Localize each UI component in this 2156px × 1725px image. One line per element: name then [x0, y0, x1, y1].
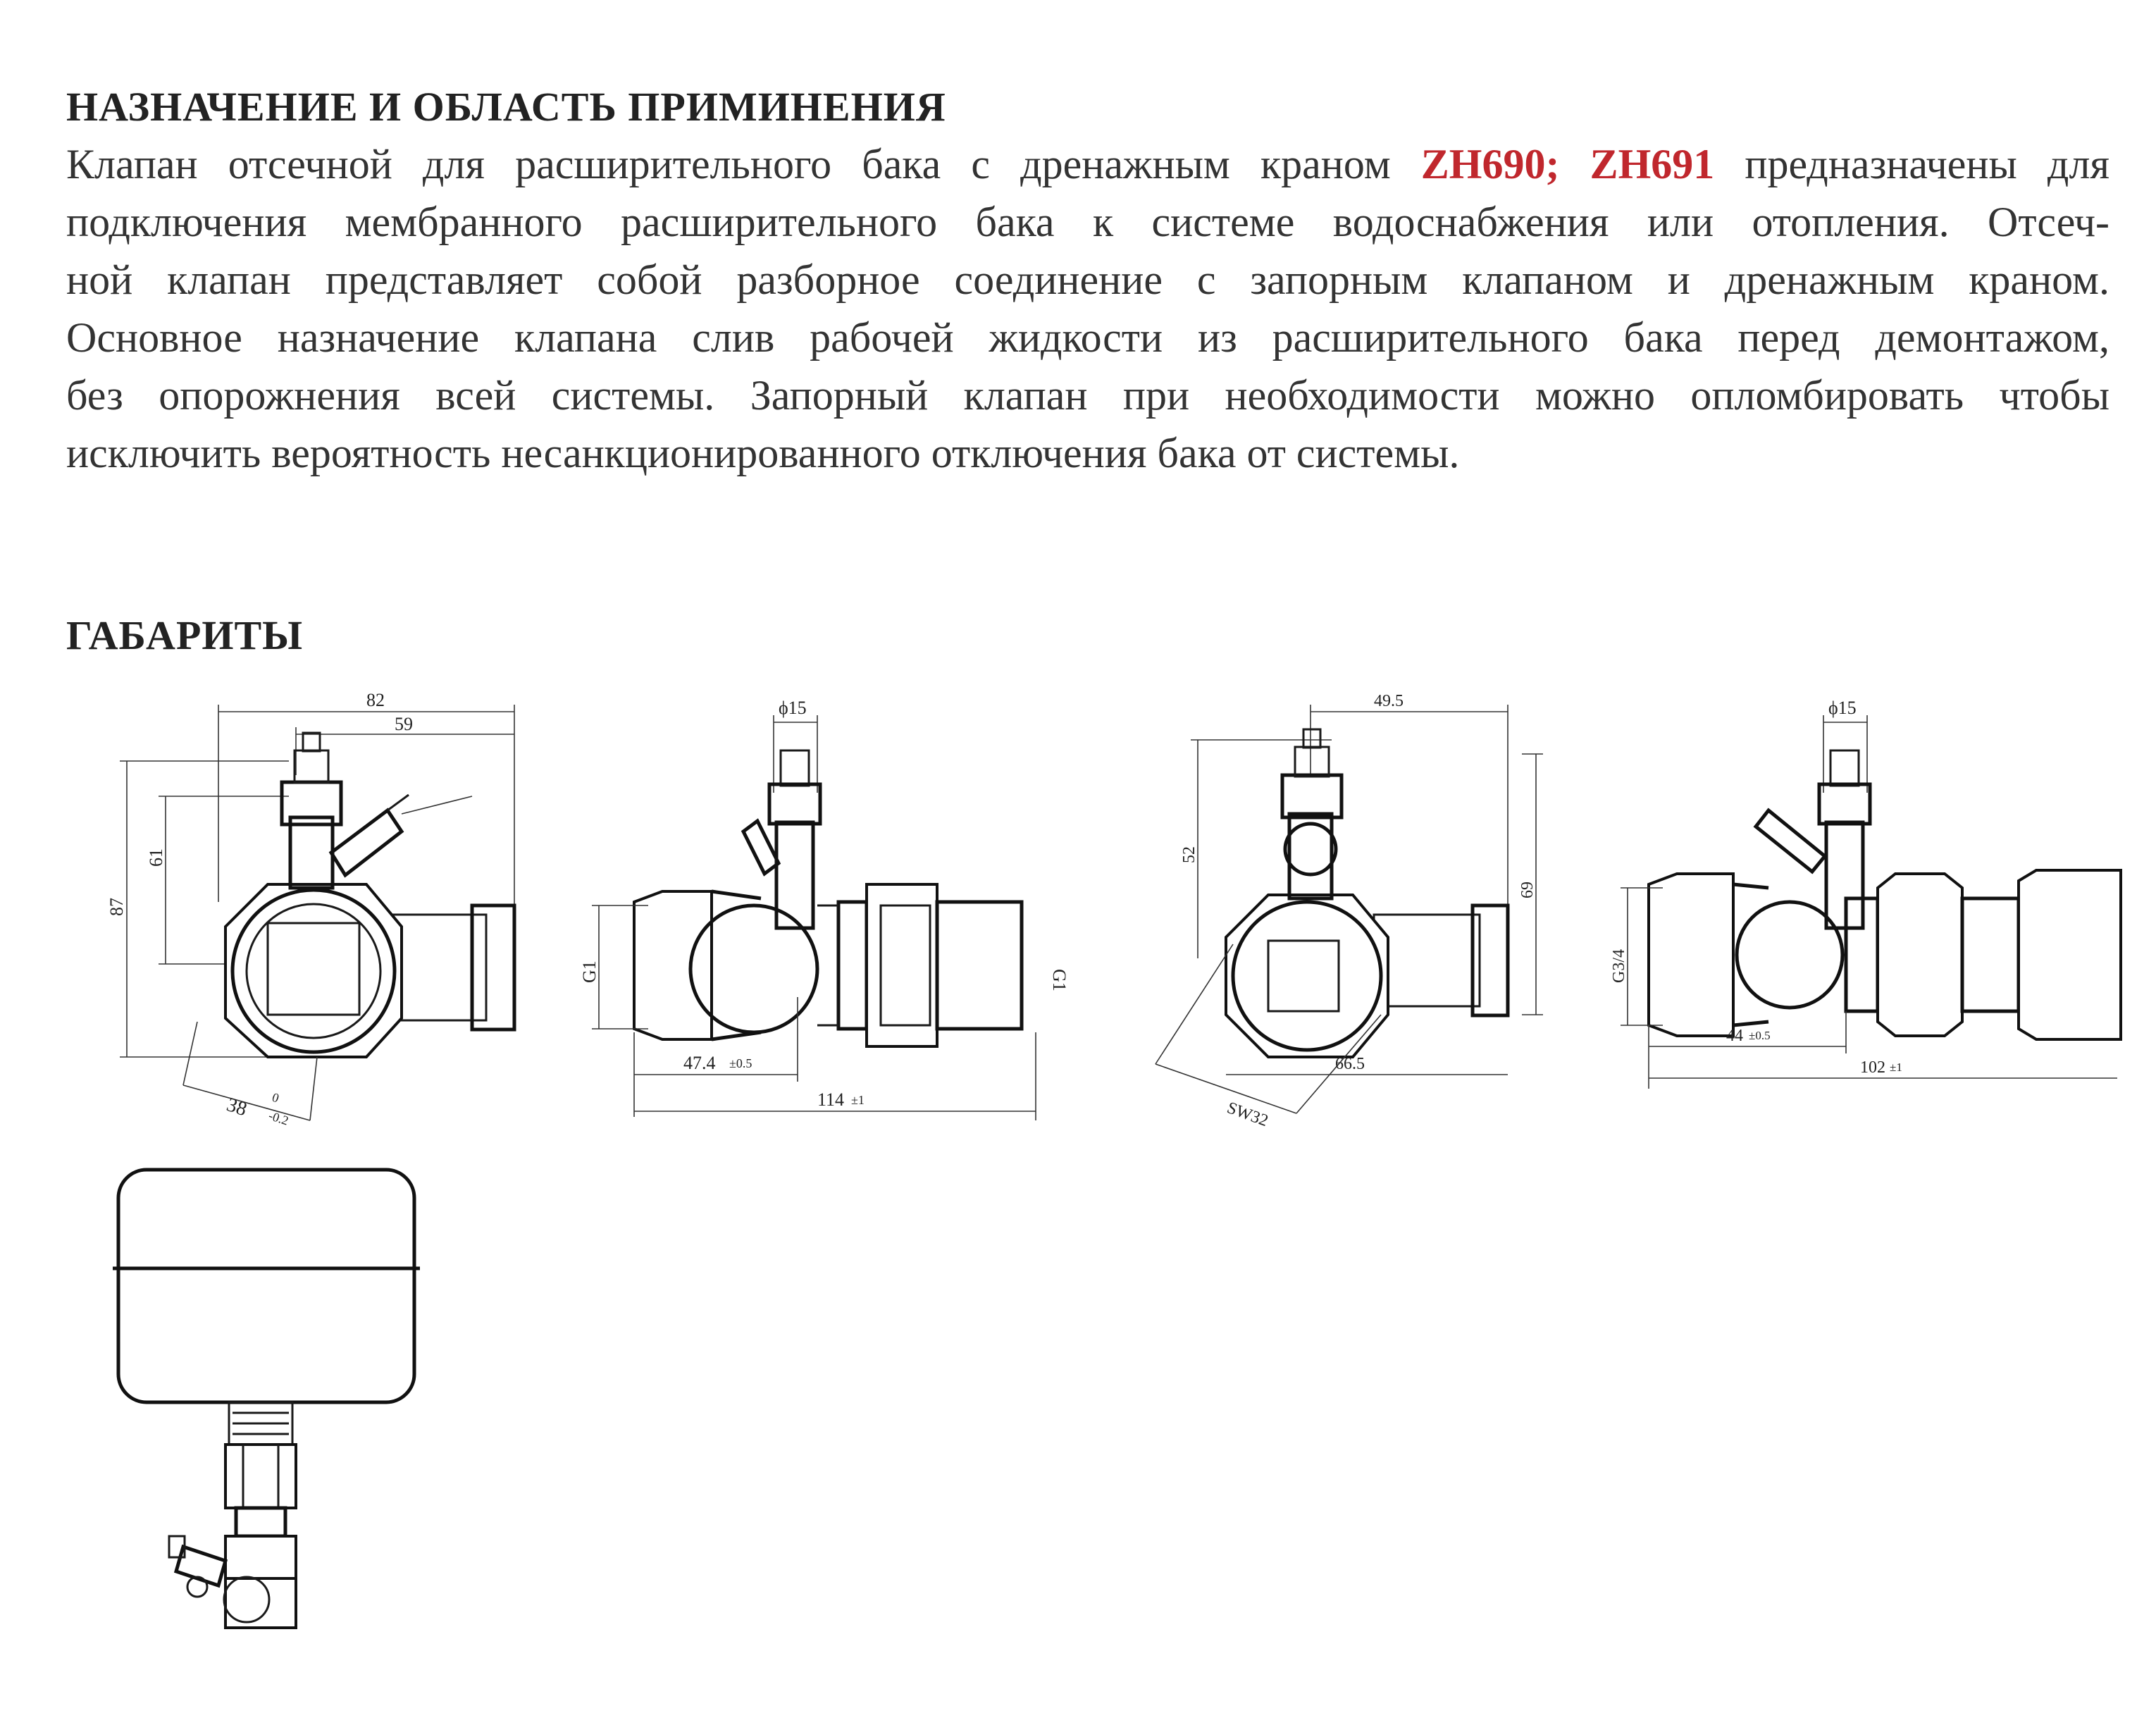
drawing-side-view-g1: ϕ15 G1 G1 47.4 ±0.5 114 ±1: [579, 698, 1070, 1120]
purpose-paragraph: Клапан отсечной для расширительного бака…: [66, 135, 2109, 482]
line-text: Клапан отсечной для расширительного бака…: [66, 141, 1421, 187]
drawing-side-view-g34: ϕ15 G3/4 44 ±0.5 102 ±1: [1610, 698, 2122, 1089]
section-title-dimensions: ГАБАРИТЫ: [66, 612, 304, 658]
dim-g3-4: G3/4: [1610, 949, 1628, 983]
tol-05: ±0.5: [729, 1056, 752, 1070]
paragraph-line: ной клапан представляет собой разборное …: [66, 256, 2109, 303]
dim-66-5: 66.5: [1335, 1055, 1365, 1073]
paragraph-line: исключить вероятность несанкционированно…: [66, 430, 1460, 476]
dim-dia15: ϕ15: [779, 698, 807, 718]
section-title-purpose: НАЗНАЧЕНИЕ И ОБЛАСТЬ ПРИМИНЕНИЯ: [66, 84, 946, 130]
dim-59: 59: [395, 714, 413, 734]
drawing-expansion-tank-assembly: [113, 1168, 420, 1629]
paragraph-line: Основное назначение клапана слив рабочей…: [66, 314, 2109, 361]
dim-49-5: 49.5: [1374, 692, 1404, 710]
dim-44: 44: [1726, 1027, 1743, 1045]
drawing-front-view: 82 59 87 61 38 0 -0.2: [106, 690, 516, 1128]
paragraph-line: Клапан отсечной для расширительного бака…: [66, 135, 2109, 193]
model-numbers: ZH690; ZH691: [1420, 141, 1715, 187]
dim-114: 114: [817, 1089, 844, 1110]
dim-52: 52: [1180, 846, 1198, 863]
paragraph-line: без опорожнения всей системы. Запорный к…: [66, 372, 2109, 419]
tol-down: -0.2: [267, 1108, 290, 1128]
dim-dia15-b: ϕ15: [1828, 698, 1857, 718]
dim-g1-right: G1: [1049, 969, 1070, 991]
paragraph-line: подключения мембранного расширительного …: [66, 199, 2109, 245]
drawing-front-view-sw32: 49.5 52 69 SW32 66.5: [1155, 692, 1543, 1130]
tol-05-b: ±0.5: [1749, 1029, 1771, 1042]
tol-1-b: ±1: [1890, 1061, 1902, 1074]
dim-82: 82: [366, 690, 385, 710]
dim-102: 102: [1860, 1058, 1885, 1077]
line-text: предназначены для: [1714, 141, 2110, 187]
tol-1: ±1: [851, 1093, 865, 1107]
dim-61: 61: [146, 848, 166, 867]
dim-g1-left: G1: [579, 960, 600, 983]
dim-87: 87: [106, 898, 127, 916]
dim-47-4: 47.4: [683, 1053, 716, 1073]
dim-69: 69: [1518, 882, 1537, 898]
tol-up: 0: [271, 1090, 281, 1106]
dim-sw32: SW32: [1225, 1099, 1270, 1130]
